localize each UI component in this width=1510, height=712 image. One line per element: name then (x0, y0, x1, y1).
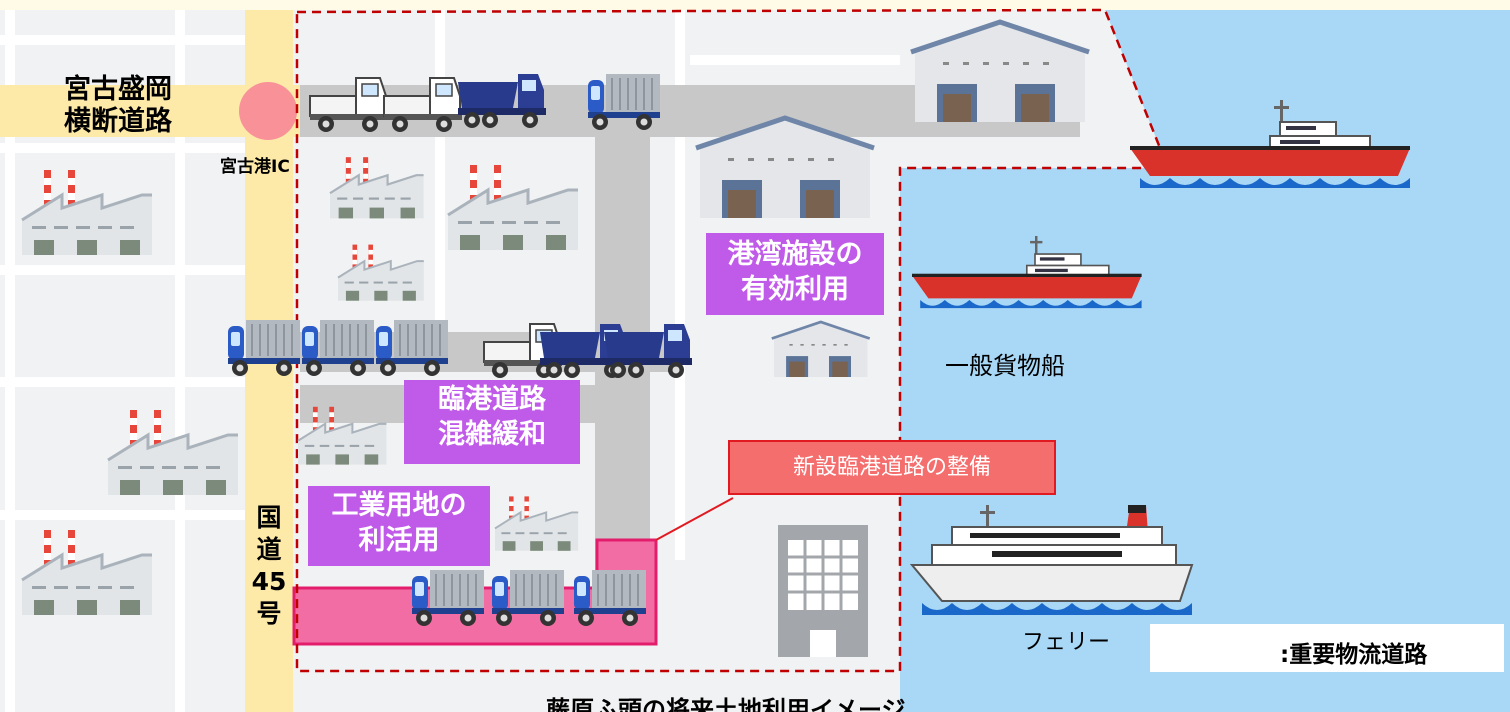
office-building-icon (778, 525, 868, 657)
callout-connector (655, 497, 734, 541)
port-facility-callout: 港湾施設の 有効利用 (706, 233, 884, 315)
legend (1150, 624, 1504, 672)
miyako-morioka-road-label: 宮古盛岡 横断道路 (64, 74, 172, 137)
ferry-label: フェリー (1022, 630, 1111, 655)
new-road-callout: 新設臨港道路の整備 (728, 440, 1056, 495)
caption: 藤原ふ頭の将来土地利用イメージ (546, 696, 906, 712)
fujiwara-wharf-boundary (295, 8, 1170, 673)
street-grid (0, 10, 900, 712)
legend-label: :重要物流道路 (1280, 642, 1428, 668)
industrial-land-callout: 工業用地の 利活用 (308, 486, 490, 566)
interchange-icon (239, 82, 297, 140)
national-route-label: 国 道 45 号 (251, 503, 287, 628)
general-cargo-ship-label: 一般貨物船 (945, 352, 1065, 380)
interchange-label: 宮古港IC (220, 157, 290, 177)
congestion-callout: 臨港道路 混雑緩和 (404, 380, 580, 464)
